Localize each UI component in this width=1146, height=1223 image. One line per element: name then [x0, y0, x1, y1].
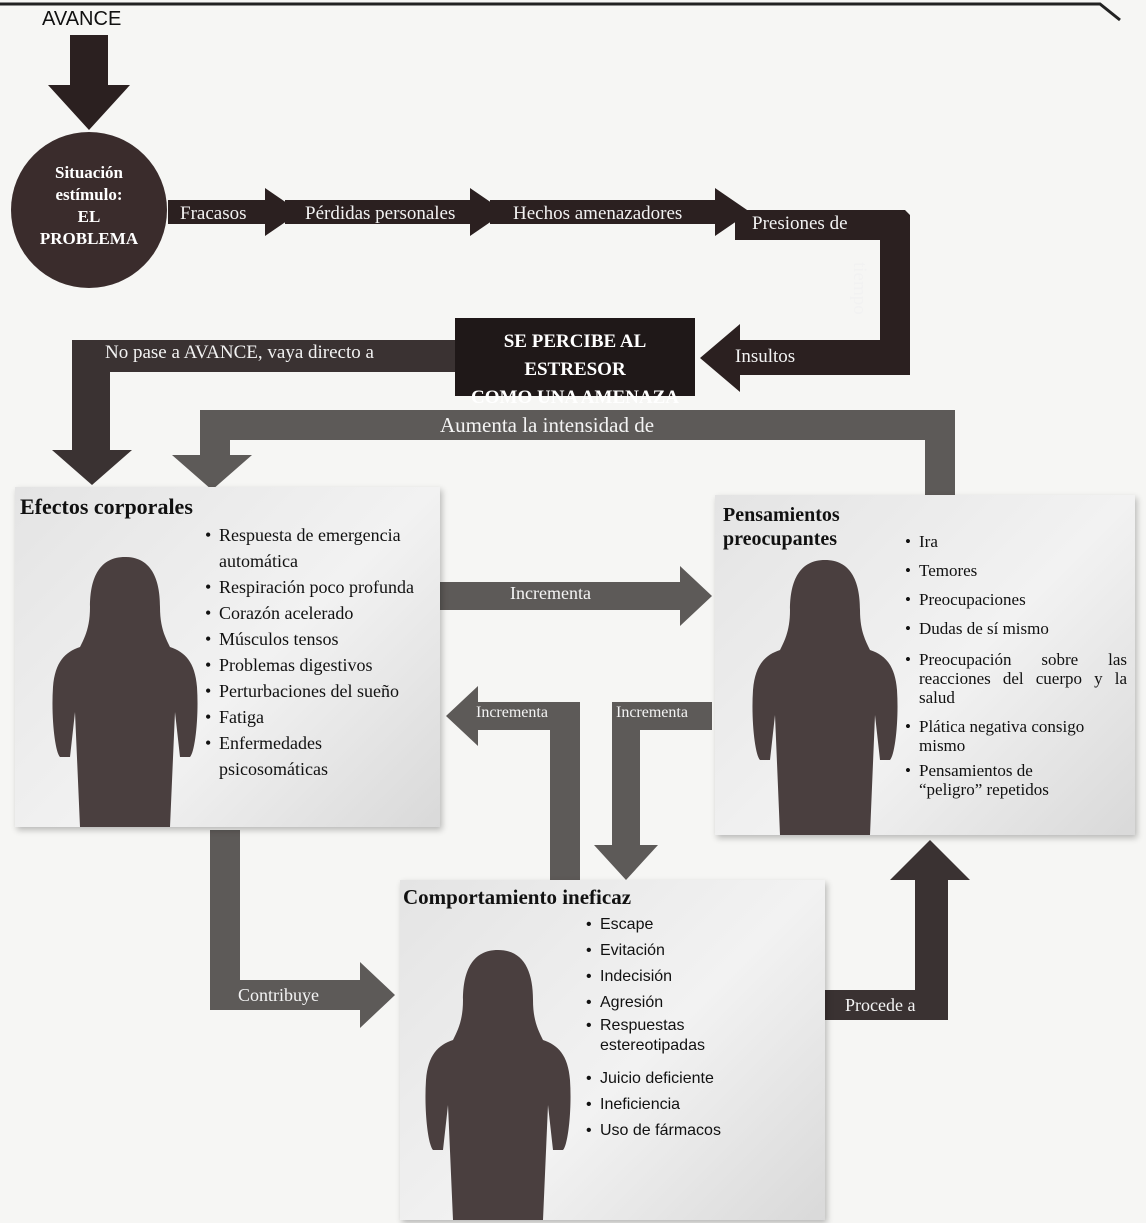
stimulus-line1: Situación: [54, 163, 124, 182]
list-item: Preocupación sobre las reacciones del cu…: [905, 650, 1127, 707]
bodily-list: Respuesta de emergencia automática Respi…: [205, 522, 435, 782]
behavior-title: Comportamiento ineficaz: [403, 885, 632, 909]
leads-to-arrow: [822, 840, 970, 1020]
list-item: Plática negativa consigo mismo: [905, 717, 1127, 755]
list-item: Problemas digestivos: [205, 652, 435, 678]
thoughts-title: Pensamientos preocupantes: [723, 504, 840, 550]
stimulus-line2: estímulo:: [55, 185, 123, 204]
list-item: Perturbaciones del sueño: [205, 678, 435, 704]
stressor-band-3: [490, 188, 750, 236]
list-item: Respuestas estereotipadas: [586, 1016, 720, 1056]
stressor-band-2: [285, 188, 505, 236]
bodily-effects-box: Efectos corporales Respuesta de emergenc…: [15, 487, 440, 827]
increment-left-arrow: [446, 686, 580, 880]
perceive-box: SE PERCIBE AL ESTRESOR COMO UNA AMENAZA: [455, 318, 695, 408]
stimulus-circle: [11, 132, 167, 288]
worrying-thoughts-box: Pensamientos preocupantes Ira Temores Pr…: [715, 495, 1135, 835]
list-item: Respiración poco profunda: [205, 574, 435, 600]
start-arrow: [48, 35, 130, 130]
list-item: Preocupaciones: [905, 588, 1127, 611]
skip-label: No pase a AVANCE, vaya directo a: [105, 342, 374, 363]
stressor-band: [168, 188, 300, 236]
list-item: Respuesta de emergencia automática: [205, 522, 435, 574]
person-silhouette-icon: [425, 950, 571, 1220]
increment-right-arrow: [440, 566, 712, 626]
perceive-line1: SE PERCIBE AL ESTRESOR: [503, 331, 647, 380]
list-item: Agresión: [586, 990, 776, 1016]
leads-to-label: Procede a: [845, 995, 916, 1015]
top-rule: [0, 2, 1121, 22]
bodily-title: Efectos corporales: [20, 494, 193, 519]
list-item: Pensamientos de “peligro” repetidos: [905, 761, 1079, 799]
thoughts-list: Ira Temores Preocupaciones Dudas de sí m…: [905, 530, 1127, 799]
stimulus-label: Situación estímulo: EL PROBLEMA: [11, 162, 167, 250]
list-item: Corazón acelerado: [205, 600, 435, 626]
person-silhouette-icon: [52, 557, 198, 827]
list-item: Indecisión: [586, 964, 776, 990]
stressor-pressures: Presiones de: [752, 213, 848, 234]
behavior-list: Escape Evitación Indecisión Agresión Res…: [586, 912, 776, 1144]
list-item: Evitación: [586, 938, 776, 964]
perceive-line2: COMO UNA AMENAZA: [471, 387, 679, 408]
stressor-insults: Insultos: [735, 346, 796, 367]
list-item: Ira: [905, 530, 1127, 553]
list-item: Enfermedades psicosomáticas: [205, 730, 349, 782]
stressor-losses: Pérdidas personales: [305, 203, 456, 224]
skip-arrow: [52, 340, 455, 485]
ineffective-behavior-box: Comportamiento ineficaz Escape Evitación…: [400, 880, 825, 1220]
stimulus-line3: EL: [77, 207, 101, 226]
person-silhouette-icon: [752, 560, 898, 835]
list-item: Fatiga: [205, 704, 435, 730]
contributes-arrow: [210, 830, 395, 1028]
insults-arrow: [700, 324, 910, 392]
stressor-time: tiempo: [849, 262, 870, 315]
increment-left-label: Incrementa: [476, 704, 548, 721]
start-label: AVANCE: [42, 8, 122, 30]
list-item: Escape: [586, 912, 776, 938]
list-item: Temores: [905, 559, 1127, 582]
intensity-arrow: [172, 410, 955, 495]
list-item: Músculos tensos: [205, 626, 435, 652]
stressor-failures: Fracasos: [180, 203, 247, 224]
increment-down-label: Incrementa: [616, 704, 688, 721]
stressor-bend: [735, 210, 910, 350]
list-item: Ineficiencia: [586, 1092, 776, 1118]
list-item: Dudas de sí mismo: [905, 617, 1127, 640]
list-item: Juicio deficiente: [586, 1066, 776, 1092]
increment-down-arrow: [594, 702, 712, 880]
stimulus-line4: PROBLEMA: [39, 229, 139, 248]
list-item: Uso de fármacos: [586, 1118, 776, 1144]
stressor-threats: Hechos amenazadores: [513, 203, 683, 224]
contributes-label: Contribuye: [238, 985, 319, 1005]
intensity-label: Aumenta la intensidad de: [440, 413, 655, 437]
increment-right-label: Incrementa: [510, 583, 591, 603]
